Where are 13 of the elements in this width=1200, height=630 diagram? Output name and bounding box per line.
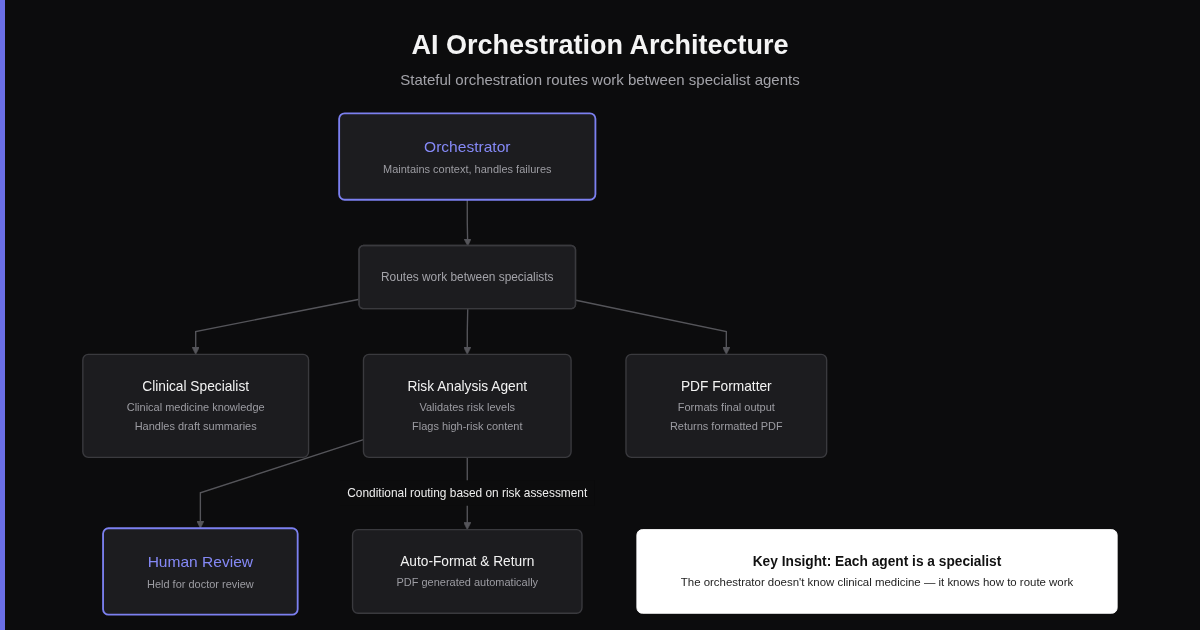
title: AI Orchestration Architecture [411,30,789,61]
arrow [463,308,472,355]
rounded-box: Routes work between specialists [358,244,577,310]
process-box: Risk Analysis Agent Validates risk levels Flags high-risk content [362,353,572,458]
arrow [575,299,731,355]
note-box: Key Insight: Each agent is a specialist The orchestrator doesn't know clinical medicine — it knows how to route work [636,529,1118,614]
process-box: Auto-Format & Return PDF generated automatically [351,528,583,614]
arrow [463,199,472,247]
process-box: Human Review Held for doctor review [102,527,299,616]
process-box: Clinical Specialist Clinical medicine knowledge Handles draft summaries [82,353,310,458]
subtitle: Stateful orchestration routes work between specialist agents [400,71,800,88]
process-box: Orchestrator Maintains context, handles failures [338,112,597,201]
process-box: PDF Formatter Formats final output Returns formatted PDF [625,353,828,458]
